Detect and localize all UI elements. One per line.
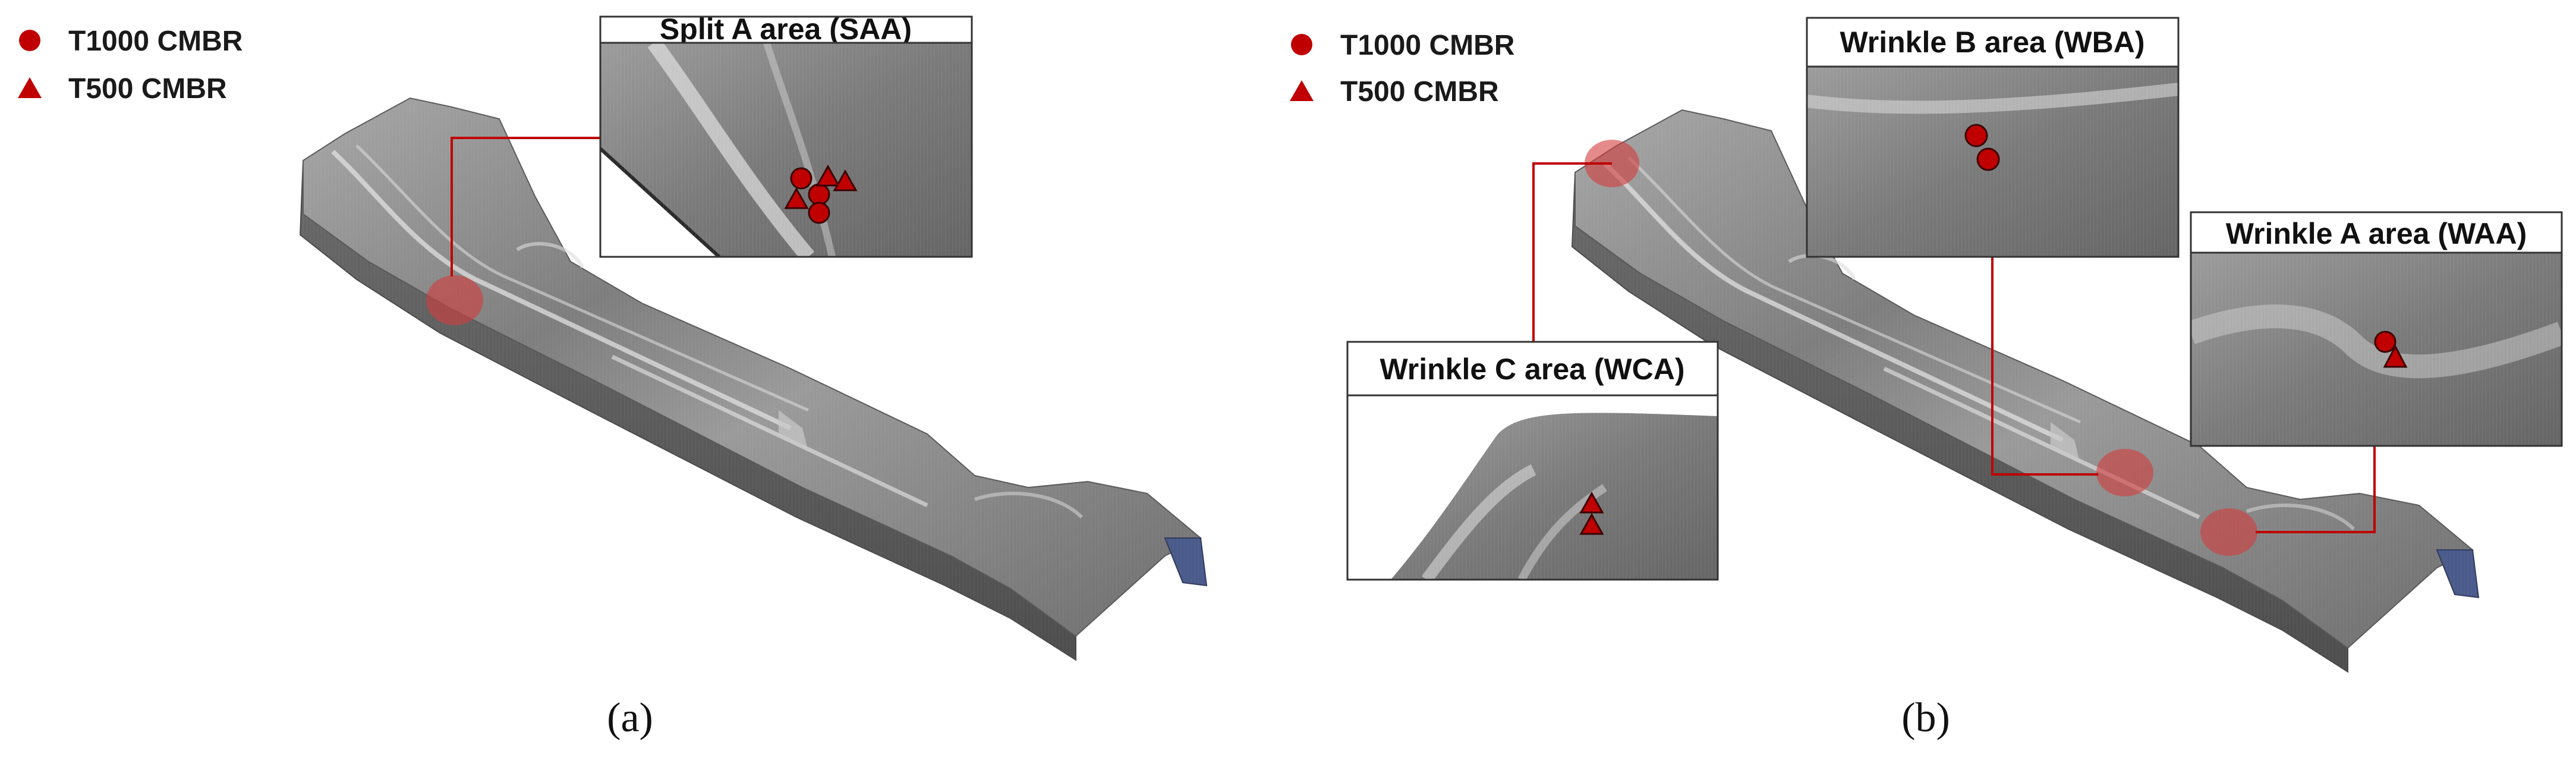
inset-title: Wrinkle A area (WAA) xyxy=(2226,217,2527,250)
legend-triangle-label: T500 CMBR xyxy=(68,73,227,105)
t1000-marker xyxy=(808,183,830,206)
t500-marker xyxy=(833,169,858,191)
panel-label-a: (a) xyxy=(607,695,653,741)
t500-marker xyxy=(784,187,809,209)
t500-marker xyxy=(1579,512,1604,535)
t1000-marker xyxy=(790,167,813,190)
legend-circle-marker xyxy=(1291,34,1312,55)
inset-wba: Wrinkle B area (WBA) xyxy=(1806,17,2180,258)
legend-circle-marker xyxy=(19,30,40,51)
t500-marker xyxy=(815,164,840,187)
legend-circle-label: T1000 CMBR xyxy=(1340,30,1514,61)
leader-line-saa xyxy=(451,137,600,276)
highlight-spot-waa xyxy=(2200,508,2257,556)
t1000-marker xyxy=(808,202,830,224)
highlight-spot-wba xyxy=(2096,449,2153,496)
leader-line-wca xyxy=(1532,162,1612,342)
inset-title: Split A area (SAA) xyxy=(660,12,912,46)
legend-a: T1000 CMBR T500 CMBR xyxy=(18,26,243,105)
inset-saa: Split A area (SAA) xyxy=(599,12,973,258)
leader-line-wba xyxy=(1991,257,2098,476)
inset-wca: Wrinkle C area (WCA) xyxy=(1346,341,1719,581)
legend-b: T1000 CMBR T500 CMBR xyxy=(1290,30,1514,108)
inset-waa: Wrinkle A area (WAA) xyxy=(2190,211,2563,447)
t500-marker xyxy=(2383,344,2408,368)
inset-title: Wrinkle B area (WBA) xyxy=(1840,26,2144,59)
legend-circle-label: T1000 CMBR xyxy=(68,26,243,57)
t500-marker xyxy=(1579,491,1604,514)
legend-triangle-marker xyxy=(18,77,42,98)
inset-title: Wrinkle C area (WCA) xyxy=(1380,353,1684,386)
legend-triangle-label: T500 CMBR xyxy=(1340,76,1499,108)
leader-line-waa xyxy=(2256,446,2376,533)
t1000-marker xyxy=(1964,124,1988,147)
legend-triangle-marker xyxy=(1290,80,1314,101)
panel-label-b: (b) xyxy=(1901,695,1950,741)
t1000-marker xyxy=(2374,331,2397,353)
t1000-marker xyxy=(1976,147,2000,171)
highlight-spot-saa xyxy=(426,275,483,325)
